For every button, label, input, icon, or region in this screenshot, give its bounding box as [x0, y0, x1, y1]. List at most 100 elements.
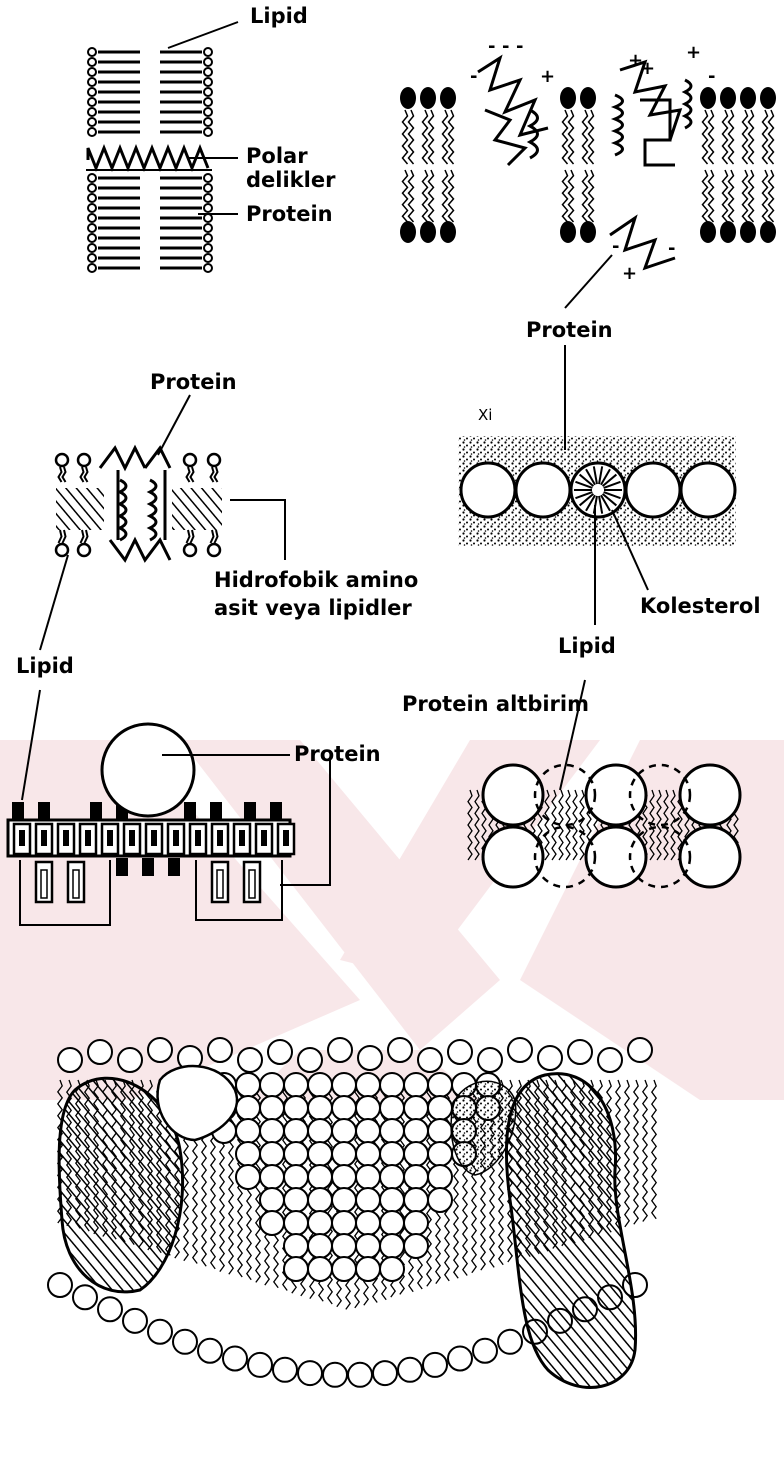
- lipid-head: [284, 1234, 308, 1258]
- lipid-tail: [769, 110, 774, 164]
- panel-cholesterol-slab: [458, 436, 736, 546]
- hydrophobic-region-left: [56, 488, 104, 530]
- lipid-tail: [409, 110, 414, 164]
- protein-subunit: [681, 463, 735, 517]
- lipid-head-top: [358, 1046, 382, 1070]
- lipid-tail: [569, 170, 574, 222]
- lipid-head-top: [238, 1048, 262, 1072]
- label-xi: Xi: [478, 408, 492, 423]
- lipid-head: [356, 1257, 380, 1281]
- lipid-head-bottom: [123, 1309, 147, 1333]
- minus-charge: -: [668, 240, 675, 258]
- lipid-head: [204, 48, 212, 56]
- lipid-head: [428, 1142, 452, 1166]
- lipid-head: [260, 1165, 284, 1189]
- lipid-head: [260, 1142, 284, 1166]
- lipid-head-bottom: [173, 1330, 197, 1354]
- lipid-head: [204, 78, 212, 86]
- plus-charge: +: [540, 68, 555, 86]
- lipid-head: [332, 1257, 356, 1281]
- lipid-head: [284, 1142, 308, 1166]
- lipid-tail: [191, 467, 194, 482]
- lipid-head: [88, 118, 96, 126]
- lipid-head: [308, 1211, 332, 1235]
- lipid-head: [236, 1096, 260, 1120]
- lipid-head: [204, 58, 212, 66]
- label-protein-p3: Protein: [150, 372, 237, 393]
- lipid-tail: [215, 530, 218, 543]
- lipid-tail: [743, 110, 748, 164]
- lipid-chain: [468, 790, 472, 860]
- lipid-head: [260, 1073, 284, 1097]
- lipid-head-bottom: [420, 221, 436, 243]
- protein-zigzag: [100, 448, 170, 560]
- lipid-head: [308, 1096, 332, 1120]
- lipid-head-bottom: [98, 1297, 122, 1321]
- lipid-head: [236, 1165, 260, 1189]
- lipid-head: [88, 254, 96, 262]
- lipid-head-top: [418, 1048, 442, 1072]
- lipid-head: [404, 1142, 428, 1166]
- lipid-head: [204, 234, 212, 242]
- lipid-chain: [643, 1080, 647, 1222]
- lipid-tail: [423, 110, 428, 164]
- leader-protein-p2: [565, 255, 612, 308]
- lipid-head-bottom: [700, 221, 716, 243]
- lipid-tail: [723, 170, 728, 222]
- lipid-head: [284, 1257, 308, 1281]
- lipid-head-top: [580, 87, 596, 109]
- lipid-head: [308, 1073, 332, 1097]
- lipid-head-top: [478, 1048, 502, 1072]
- lipid-head: [204, 128, 212, 136]
- leader-lipid: [168, 22, 238, 48]
- protein-frame-left: [20, 860, 110, 925]
- lipid-head: [204, 174, 212, 182]
- lipid-tail: [729, 110, 734, 164]
- lipid-head: [88, 174, 96, 182]
- lipid-head: [284, 1188, 308, 1212]
- label-hydrophobic-2: asit veya lipidler: [214, 598, 412, 619]
- lipid-head-dark: [12, 802, 24, 820]
- lipid-head: [88, 68, 96, 76]
- lipid-head-top: [400, 87, 416, 109]
- lipid-core: [41, 830, 47, 846]
- lipid-head-top: [298, 1048, 322, 1072]
- lipid-head-bottom: [423, 1353, 447, 1377]
- lipid-chain: [552, 790, 556, 860]
- lipid-head-top: [56, 454, 68, 466]
- lipid-head-top: [328, 1038, 352, 1062]
- lipid-head: [380, 1234, 404, 1258]
- lipid-head-bottom: [56, 544, 68, 556]
- lipid-head: [204, 108, 212, 116]
- lipid-core: [283, 830, 289, 846]
- lipid-head-bottom: [473, 1339, 497, 1363]
- lipid-tail: [749, 170, 754, 222]
- lipid-head: [380, 1096, 404, 1120]
- lipid-head: [88, 204, 96, 212]
- lipid-chain: [671, 790, 675, 860]
- lipid-head: [236, 1119, 260, 1143]
- lipid-tail: [187, 467, 190, 482]
- lipid-tail: [583, 110, 588, 164]
- lipid-head-bottom: [448, 1347, 472, 1371]
- lipid-head: [380, 1073, 404, 1097]
- lipid-head-top: [208, 454, 220, 466]
- lipid-head: [260, 1119, 284, 1143]
- lipid-tail: [211, 530, 214, 543]
- lipid-head: [204, 194, 212, 202]
- lipid-head: [236, 1142, 260, 1166]
- lipid-head: [88, 48, 96, 56]
- lipid-tail: [191, 530, 194, 543]
- lipid-head-top: [560, 87, 576, 109]
- label-protein-altbirim: Protein altbirim: [402, 694, 589, 715]
- lipid-head: [204, 214, 212, 222]
- lipid-head: [404, 1234, 428, 1258]
- lipid-head-bottom: [198, 1339, 222, 1363]
- lipid-head-top: [388, 1038, 412, 1062]
- lipid-head: [88, 128, 96, 136]
- lipid-tail: [215, 467, 218, 482]
- label-kolesterol: Kolesterol: [640, 596, 761, 617]
- label-protein-p5: Protein: [294, 744, 381, 765]
- lipid-head: [88, 214, 96, 222]
- lipid-head: [380, 1188, 404, 1212]
